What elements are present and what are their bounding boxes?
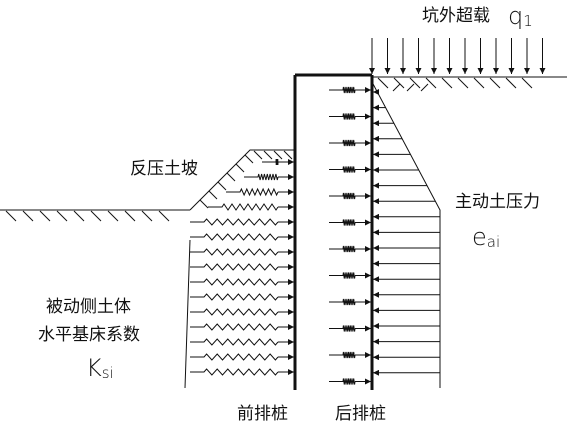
berm-outline [189,149,295,211]
hatch-stroke [392,83,401,92]
passive-spring [190,248,279,256]
passive-spring [190,218,279,226]
hatch-stroke [473,77,485,89]
hatch-stroke [441,77,453,89]
hatch-stroke [90,210,102,222]
hatch-stroke [489,77,501,89]
hatch-stroke [226,172,236,182]
hatch-stroke [5,210,17,222]
active-pressure-symbol: eai [472,223,500,251]
hatch-stroke [244,154,254,164]
hatch-stroke [73,210,85,222]
hatch-stroke [273,150,283,160]
hatch-stroke [22,210,34,222]
passive-spring [190,368,279,376]
passive-label-line1: 被动侧土体 [46,297,131,317]
passive-spring [262,158,279,166]
hatch-stroke [521,77,533,89]
inter-pile-spring [329,192,356,200]
passive-spring [190,263,279,271]
inter-pile-spring [329,378,356,385]
inter-pile-spring [329,166,356,173]
inter-pile-spring [329,351,356,359]
active-pressure-envelope [371,81,441,388]
active-pressure-arrows [373,89,440,376]
inter-pile-spring [329,139,356,147]
hatch-stroke [425,77,437,89]
passive-spring [190,308,279,316]
passive-spring [190,293,279,301]
hatch-stroke [107,210,119,222]
hatch-stroke [409,77,421,89]
hatch-stroke [56,210,68,222]
passive-spring [190,233,279,241]
passive-spring [190,278,279,286]
passive-soil-boundary [184,239,191,389]
rear-pile-label: 后排桩 [335,404,386,424]
passive-spring [208,203,279,211]
surcharge-arrows [369,38,546,74]
hatch-stroke [124,210,136,222]
hatch-stroke [158,210,170,222]
passive-symbol: Ksi [86,354,114,382]
passive-spring [226,187,279,197]
inter-pile-springs [329,86,371,385]
inter-pile-spring [329,245,356,253]
passive-spring [190,338,279,346]
hatch-stroke [393,77,405,89]
hatch-stroke [457,77,469,89]
passive-spring [190,353,279,361]
inter-pile-spring [329,298,356,306]
hatch-stroke [208,190,218,200]
hatch-stroke [283,150,293,160]
hatch-stroke [141,210,153,222]
hatch-stroke [39,210,51,222]
passive-spring [244,173,279,181]
inter-pile-spring [329,113,356,120]
hatch-stroke [253,150,263,160]
hatch-stroke [505,77,517,89]
berm-label: 反压土坡 [130,159,198,179]
hatch-stroke [263,150,273,160]
hatch-stroke [199,199,209,209]
front-pile-label: 前排桩 [237,404,288,424]
active-pressure-label: 主动土压力 [455,192,540,212]
passive-spring [190,323,279,331]
hatch-stroke [406,83,415,92]
soil-hatching [5,77,533,222]
hatch-stroke [235,163,245,173]
passive-label-line2: 水平基床系数 [38,325,140,345]
inter-pile-spring [329,272,356,279]
surcharge-symbol: q1 [508,2,533,30]
surcharge-label: 坑外超载 [422,6,490,26]
hatch-stroke [420,83,429,92]
hatch-stroke [217,181,227,191]
inter-pile-spring [329,86,356,94]
inter-pile-spring [329,325,356,332]
inter-pile-spring [329,219,356,226]
passive-springs [190,158,294,376]
hatch-stroke [377,77,389,89]
